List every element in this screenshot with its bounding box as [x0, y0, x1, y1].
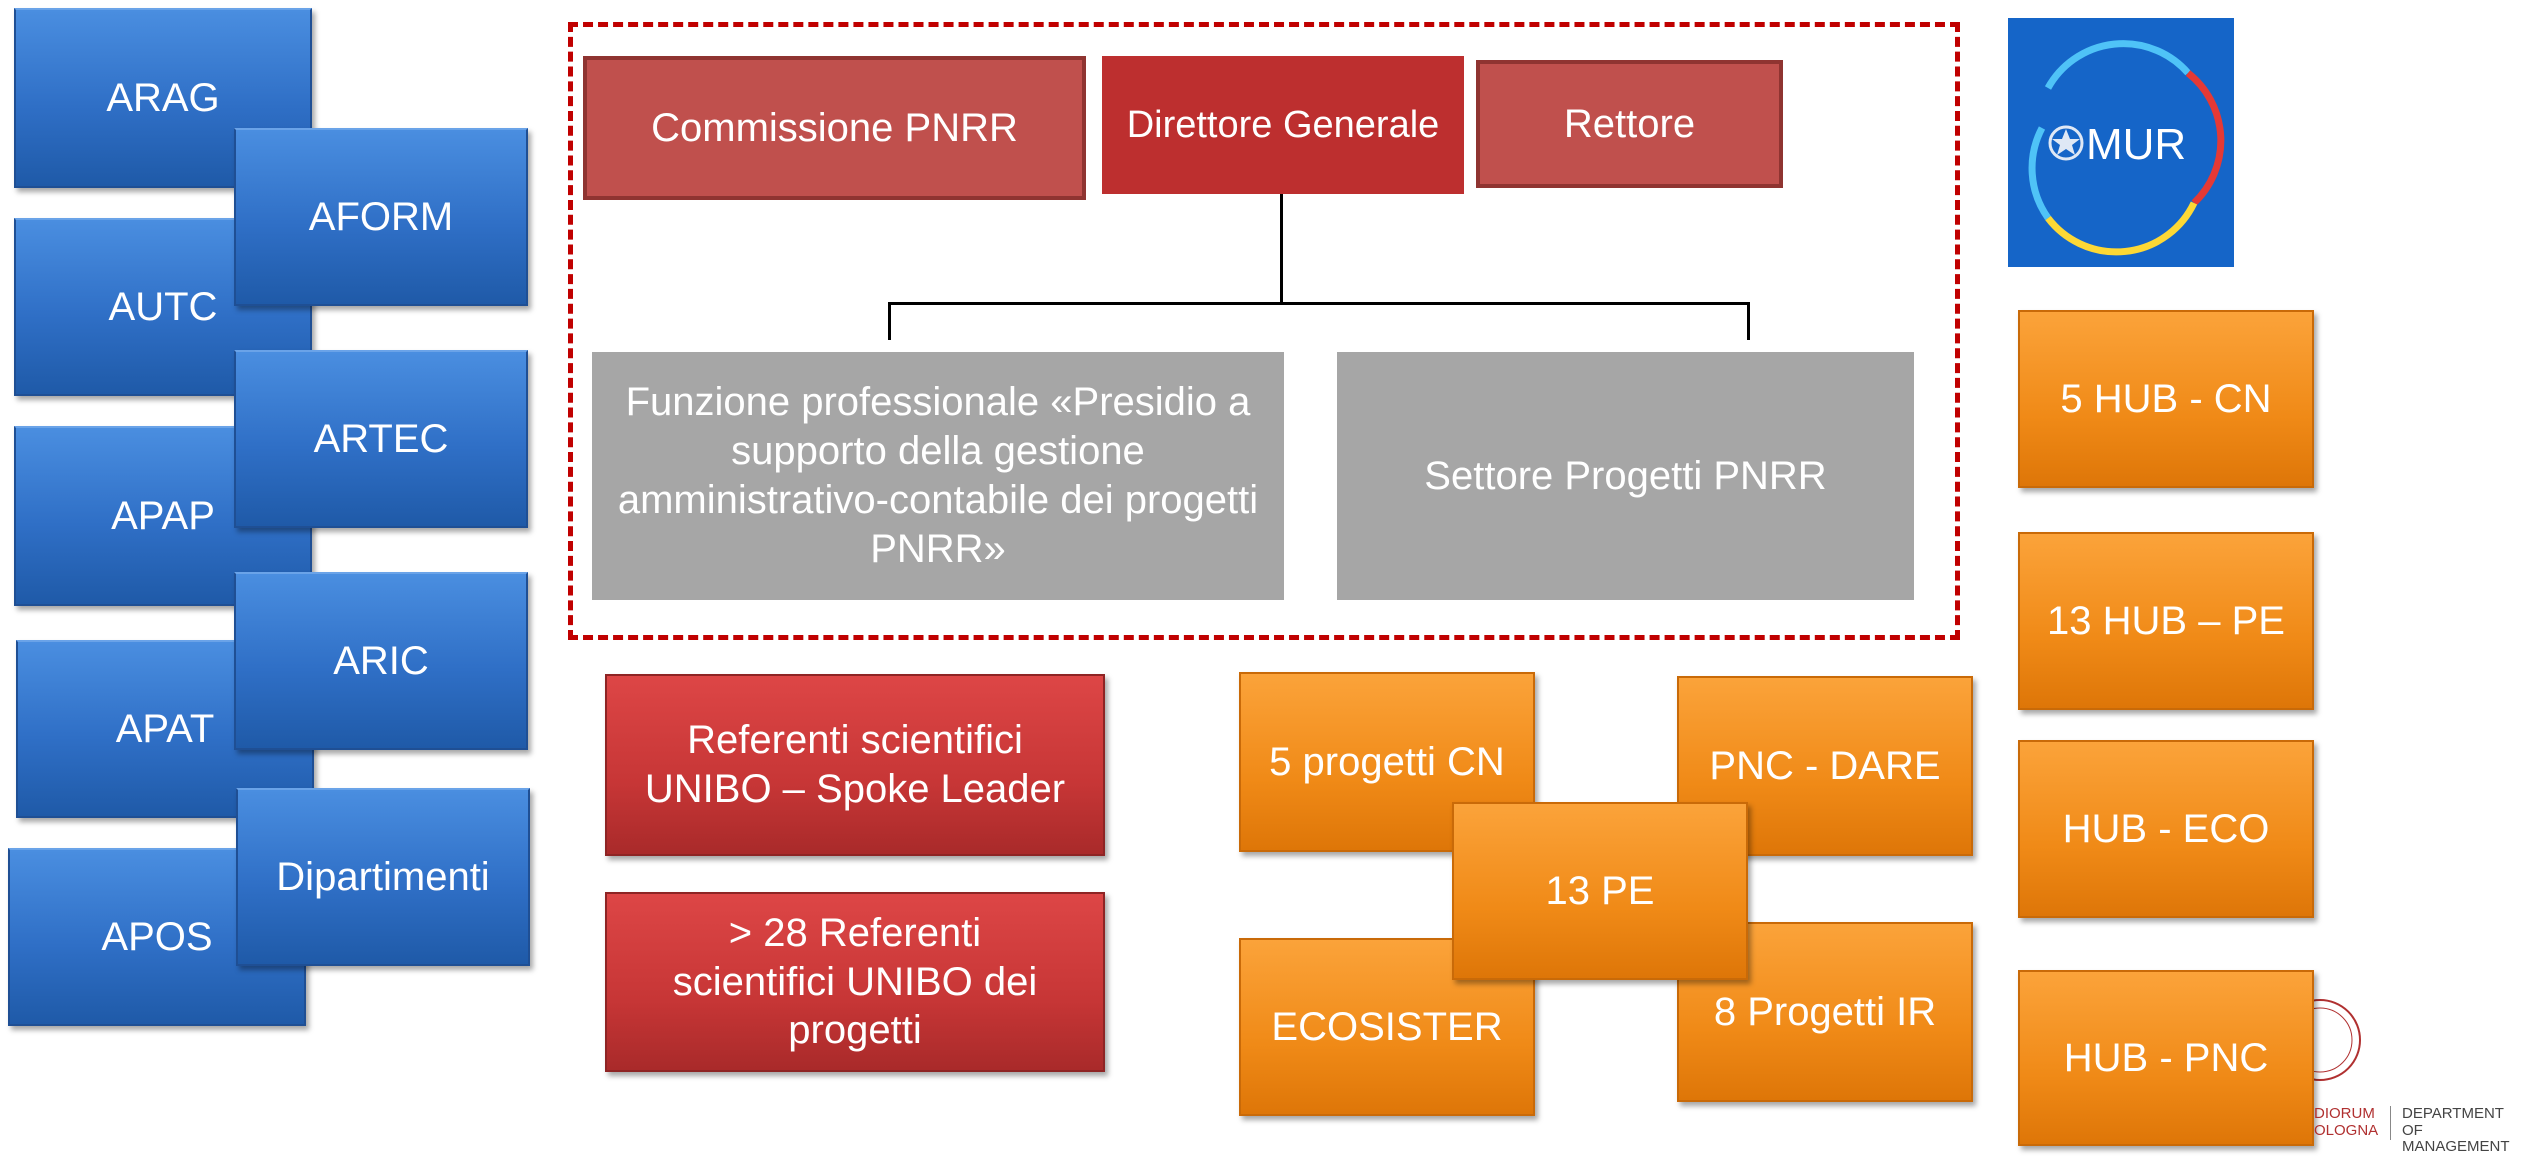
footer-divider	[2390, 1106, 2391, 1140]
box-settore-progetti: Settore Progetti PNRR	[1337, 352, 1914, 600]
box-hub-pnc: HUB - PNC	[2018, 970, 2314, 1146]
box-rettore: Rettore	[1476, 60, 1783, 188]
footer-unibo: DIORUM OLOGNA	[2314, 1105, 2379, 1139]
box-aform: AFORM	[234, 128, 528, 306]
connector-left-drop	[888, 302, 891, 340]
mur-logo: MUR	[2008, 18, 2234, 267]
footer-unibo-line2: OLOGNA	[2314, 1121, 2379, 1139]
box-arag: ARAG	[14, 8, 312, 188]
university-seal-icon	[2300, 999, 2361, 1081]
connector-horizontal	[888, 302, 1750, 305]
footer-dept-line1: DEPARTMENT	[2402, 1105, 2504, 1122]
footer-dept-line2: OF MANAGEMENT	[2402, 1121, 2510, 1155]
mur-ring-icon	[2028, 40, 2225, 256]
footer-unibo-line1: DIORUM	[2314, 1105, 2375, 1122]
box-aric: ARIC	[234, 572, 528, 750]
governance-frame	[568, 22, 1960, 640]
box-artec: ARTEC	[234, 350, 528, 528]
box-referenti-progetti: > 28 Referenti scientifici UNIBO dei pro…	[605, 892, 1105, 1072]
box-13-pe: 13 PE	[1452, 802, 1748, 980]
box-direttore-generale: Direttore Generale	[1102, 56, 1464, 194]
box-commissione-pnrr: Commissione PNRR	[583, 56, 1086, 200]
box-hub-cn: 5 HUB - CN	[2018, 310, 2314, 488]
box-dipartimenti: Dipartimenti	[236, 788, 530, 966]
box-referenti-spoke: Referenti scientifici UNIBO – Spoke Lead…	[605, 674, 1105, 856]
footer-department: DEPARTMENT OF MANAGEMENT	[2402, 1105, 2522, 1156]
box-funzione-professionale: Funzione professionale «Presidio a suppo…	[592, 352, 1284, 600]
connector-vertical	[1280, 194, 1283, 304]
mur-label: MUR	[2086, 120, 2187, 169]
connector-right-drop	[1747, 302, 1750, 340]
box-hub-eco: HUB - ECO	[2018, 740, 2314, 918]
box-hub-pe: 13 HUB – PE	[2018, 532, 2314, 710]
